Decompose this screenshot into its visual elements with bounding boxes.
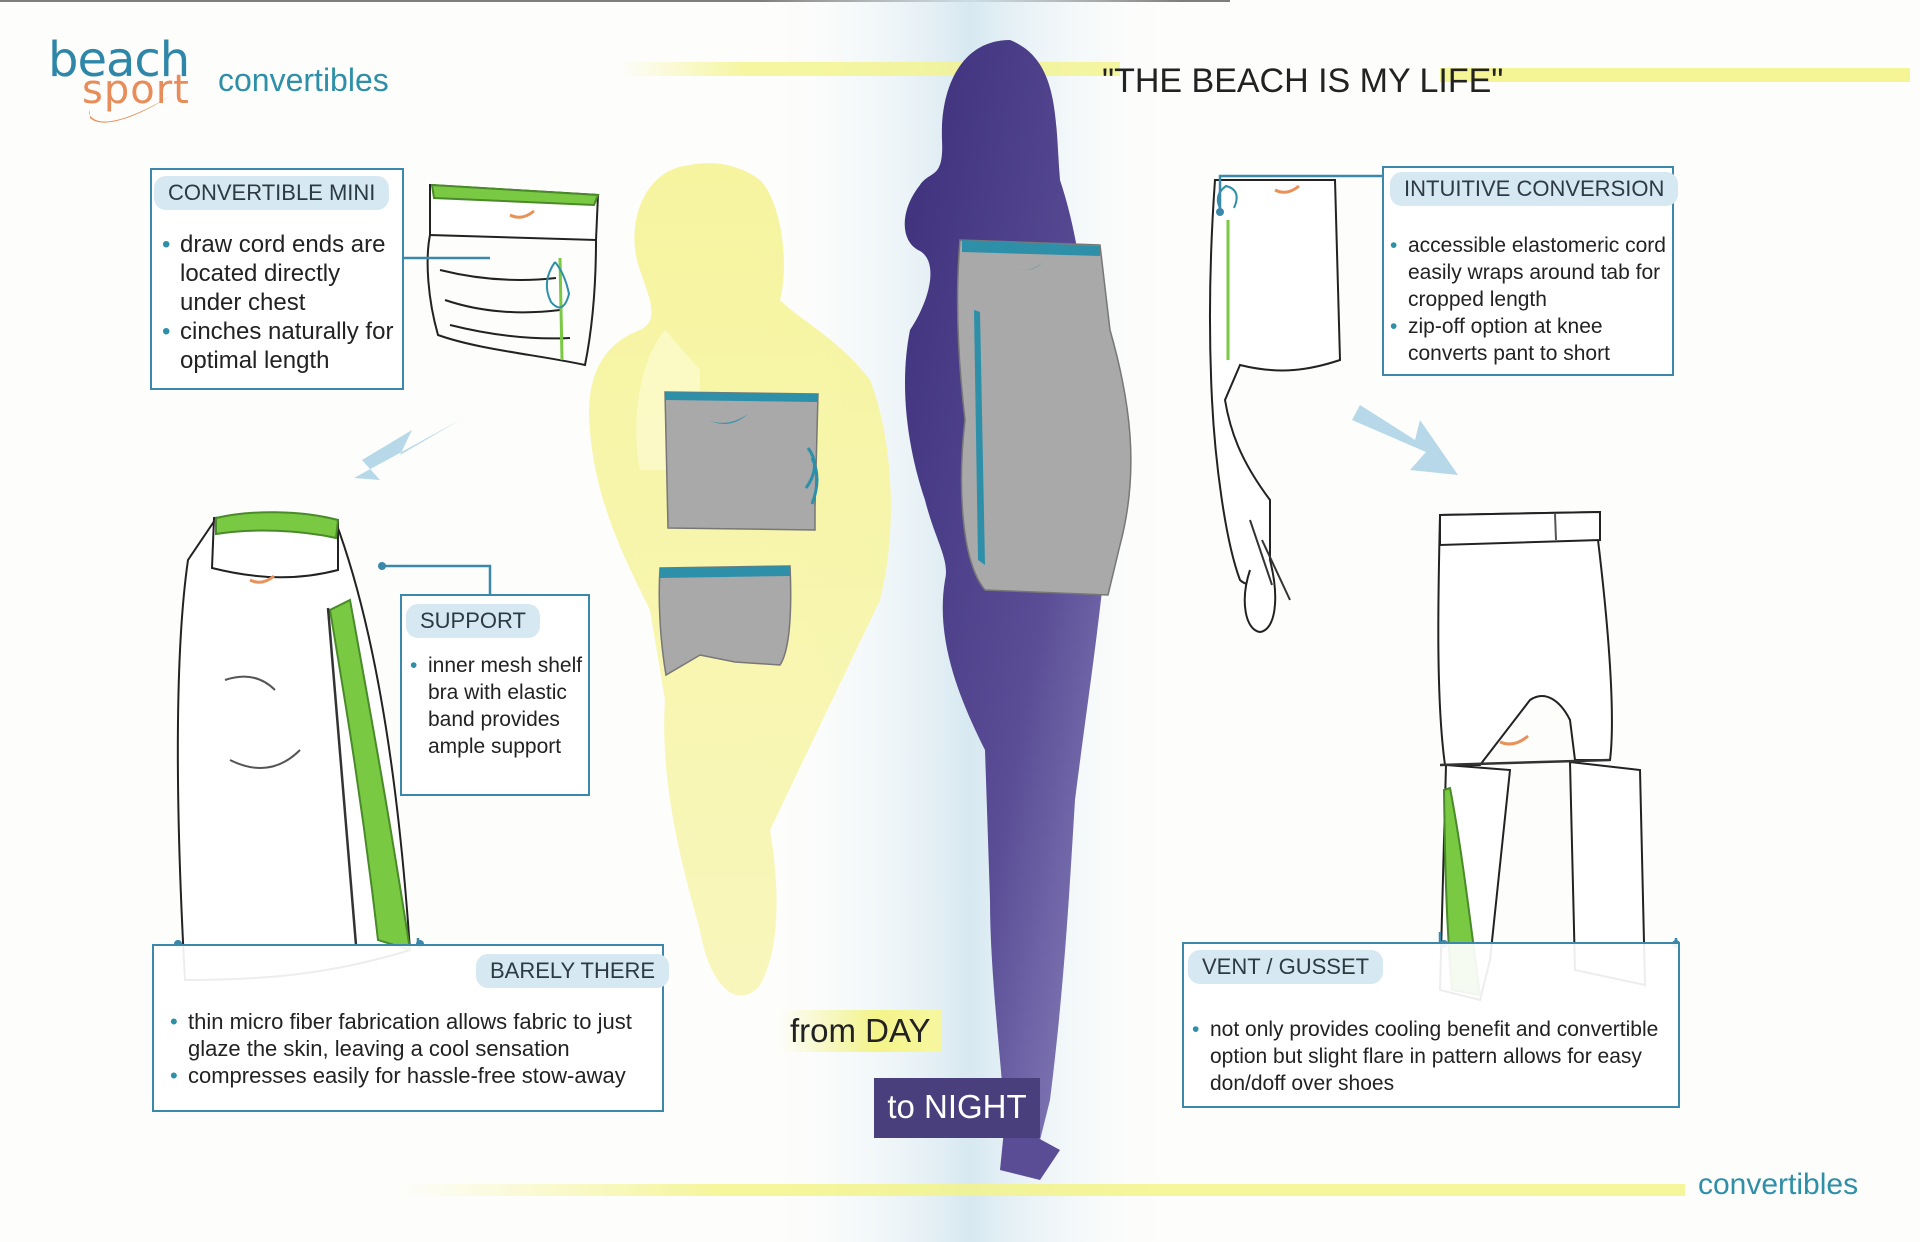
bullet-item: not only provides cooling benefit and co…	[1190, 1016, 1676, 1097]
long-dress-drawing	[176, 511, 412, 982]
night-label: to NIGHT	[874, 1078, 1040, 1138]
callout-bullets: accessible elastomeric cord easily wraps…	[1388, 232, 1670, 367]
bullet-item: cinches naturally for optimal length	[160, 317, 400, 375]
tagline: "THE BEACH IS MY LIFE"	[1102, 62, 1504, 100]
arrow-down-right-icon	[1352, 405, 1458, 475]
bullet-item: accessible elastomeric cord easily wraps…	[1388, 232, 1670, 313]
footer-section-label: convertibles	[1698, 1168, 1859, 1201]
callout-title: BARELY THERE	[476, 954, 670, 988]
callout-intuitive-conversion: INTUITIVE CONVERSION accessible elastome…	[1382, 166, 1679, 376]
bullet-item: thin micro fiber fabrication allows fabr…	[168, 1008, 658, 1062]
callout-barely-there: BARELY THERE thin micro fiber fabricatio…	[152, 944, 670, 1112]
callout-title: CONVERTIBLE MINI	[154, 176, 390, 210]
callout-bullets: not only provides cooling benefit and co…	[1190, 1016, 1676, 1097]
pant-leg-drawing	[1208, 179, 1342, 634]
bullet-item: zip-off option at knee converts pant to …	[1388, 313, 1670, 367]
pants-drawing	[1437, 510, 1647, 1002]
callout-bullets: thin micro fiber fabrication allows fabr…	[168, 1008, 658, 1089]
arrow-down-left-icon	[354, 420, 460, 480]
mini-skirt-drawing	[426, 183, 600, 367]
brand-logo-top: beach	[48, 32, 190, 88]
callout-vent-gusset: VENT / GUSSET not only provides cooling …	[1182, 942, 1680, 1108]
bullet-item: draw cord ends are located directly unde…	[160, 230, 400, 317]
header-section-label: convertibles	[218, 62, 389, 98]
callout-convertible-mini: CONVERTIBLE MINI draw cord ends are loca…	[150, 168, 404, 390]
callout-bullets: draw cord ends are located directly unde…	[160, 230, 400, 375]
day-label: from DAY	[780, 1010, 941, 1052]
callout-title: INTUITIVE CONVERSION	[1390, 172, 1679, 206]
day-outfit	[658, 391, 819, 677]
callout-title: SUPPORT	[406, 604, 540, 638]
callout-support: SUPPORT inner mesh shelf bra with elasti…	[400, 594, 590, 796]
callout-bullets: inner mesh shelf bra with elastic band p…	[408, 652, 588, 760]
bullet-item: inner mesh shelf bra with elastic band p…	[408, 652, 588, 760]
brand-logo-bottom: sport	[82, 67, 190, 113]
callout-title: VENT / GUSSET	[1188, 950, 1384, 984]
night-dress	[956, 239, 1132, 596]
bullet-item: compresses easily for hassle-free stow-a…	[168, 1062, 658, 1089]
